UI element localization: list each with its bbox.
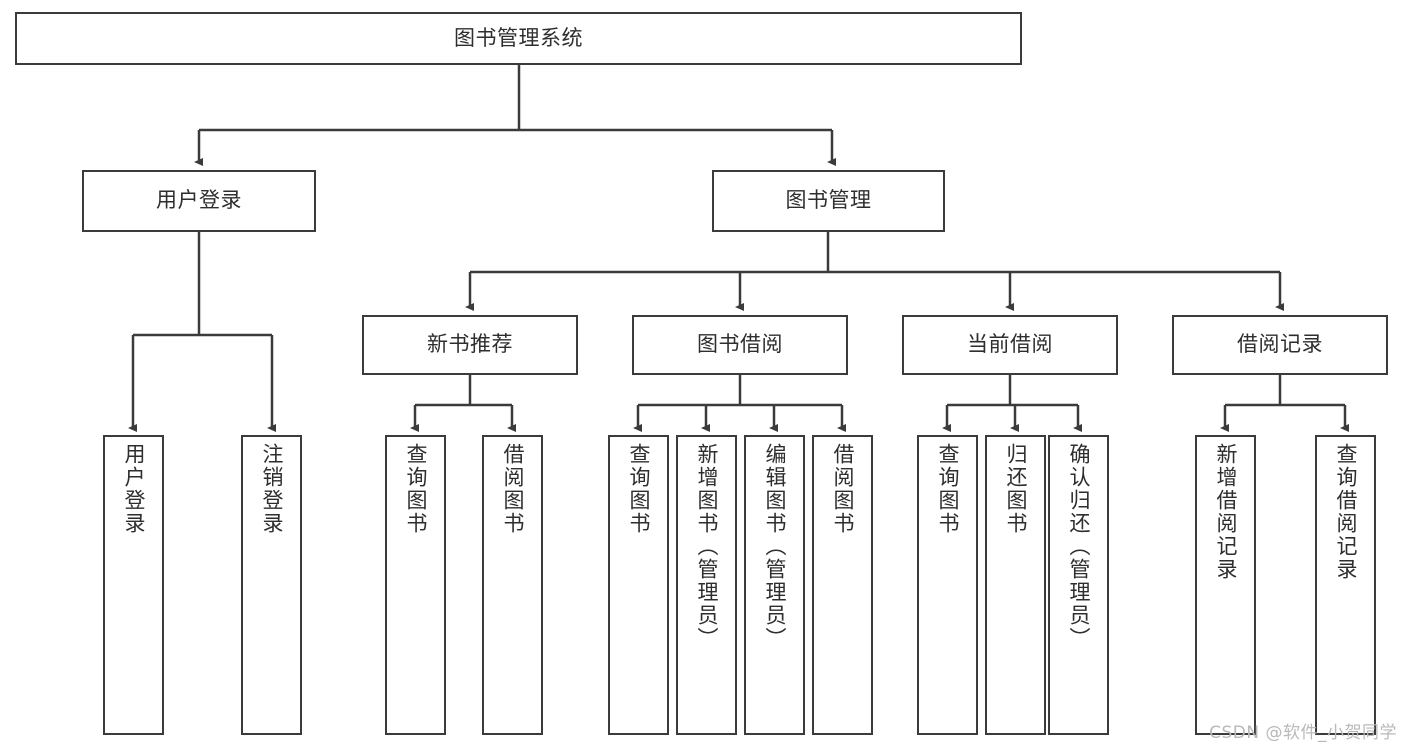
node-label: 当前借阅: [967, 332, 1053, 357]
leaf-query-book-borrow[interactable]: 查询图书: [608, 435, 669, 735]
leaf-borrow-book[interactable]: 借阅图书: [812, 435, 873, 735]
node-label: 借阅图书: [831, 443, 855, 535]
node-label: 新增借阅记录: [1214, 443, 1238, 581]
leaf-logout[interactable]: 注销登录: [241, 435, 302, 735]
leaf-query-borrow-record[interactable]: 查询借阅记录: [1315, 435, 1376, 735]
node-label: 查询借阅记录: [1334, 443, 1358, 581]
node-label: 新书推荐: [427, 332, 513, 357]
node-label: 图书管理系统: [454, 25, 583, 50]
node-label: 查询图书: [404, 443, 428, 535]
node-label: 用户登录: [156, 188, 242, 213]
leaf-add-borrow-record[interactable]: 新增借阅记录: [1195, 435, 1256, 735]
node-label: 确认归还（管理员）: [1067, 443, 1091, 650]
node-user-login[interactable]: 用户登录: [82, 170, 316, 232]
node-book-borrow[interactable]: 图书借阅: [632, 315, 848, 375]
leaf-query-book-recommend[interactable]: 查询图书: [385, 435, 446, 735]
node-label: 查询图书: [936, 443, 960, 535]
node-label: 查询图书: [627, 443, 651, 535]
node-label: 用户登录: [122, 443, 146, 535]
node-label: 图书管理: [785, 188, 872, 213]
leaf-borrow-book-recommend[interactable]: 借阅图书: [482, 435, 543, 735]
node-new-book-recommend[interactable]: 新书推荐: [362, 315, 578, 375]
node-label: 新增图书（管理员）: [695, 443, 719, 650]
leaf-query-book-current[interactable]: 查询图书: [917, 435, 978, 735]
node-current-borrow[interactable]: 当前借阅: [902, 315, 1118, 375]
leaf-user-login[interactable]: 用户登录: [103, 435, 164, 735]
node-book-management[interactable]: 图书管理: [712, 170, 945, 232]
node-borrow-records[interactable]: 借阅记录: [1172, 315, 1388, 375]
node-label: 归还图书: [1004, 443, 1028, 535]
node-label: 图书借阅: [697, 332, 783, 357]
leaf-add-book-admin[interactable]: 新增图书（管理员）: [676, 435, 737, 735]
node-label: 注销登录: [260, 443, 284, 535]
leaf-confirm-return-admin[interactable]: 确认归还（管理员）: [1048, 435, 1109, 735]
node-label: 借阅图书: [501, 443, 525, 535]
node-label: 编辑图书（管理员）: [763, 443, 787, 650]
leaf-return-book[interactable]: 归还图书: [985, 435, 1046, 735]
node-label: 借阅记录: [1237, 332, 1323, 357]
node-root-book-management-system[interactable]: 图书管理系统: [15, 12, 1022, 65]
leaf-edit-book-admin[interactable]: 编辑图书（管理员）: [744, 435, 805, 735]
csdn-watermark: CSDN @软件_小贺同学: [1209, 723, 1397, 743]
